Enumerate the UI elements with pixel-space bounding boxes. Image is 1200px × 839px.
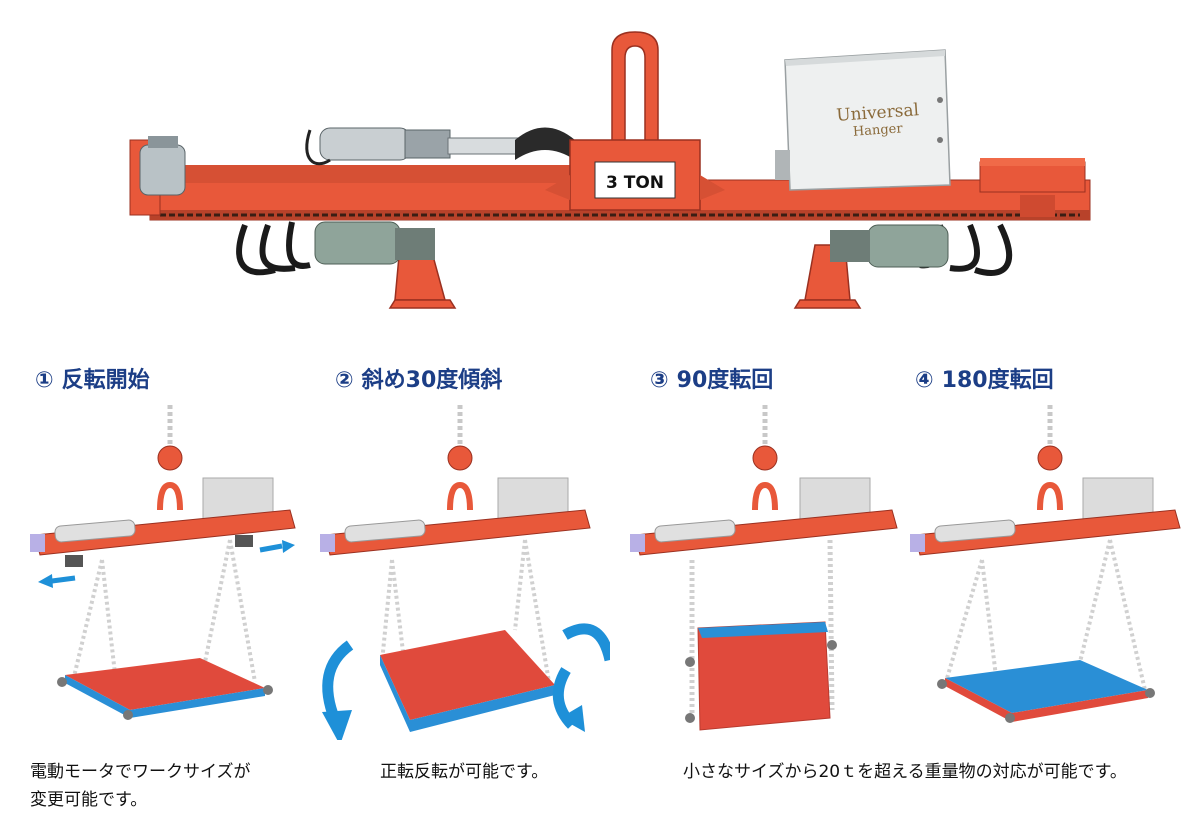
step-1-illustration <box>30 405 296 720</box>
step-1-title: ① 反転開始 <box>35 362 150 396</box>
step-3-number: ③ <box>650 368 669 393</box>
caption-weight-range: 小さなサイズから20ｔを超える重量物の対応が可能です。 <box>683 758 1127 786</box>
control-box <box>775 49 951 191</box>
step-2-illustration <box>320 405 610 740</box>
step-2-title: ② 斜め30度傾斜 <box>335 362 502 396</box>
drive-motors <box>314 221 949 268</box>
step-1-label: 反転開始 <box>61 368 150 393</box>
step-3-title: ③ 90度転回 <box>650 362 773 396</box>
step-3-label: 90度転回 <box>676 368 774 393</box>
caption-1-line-2: 変更可能です。 <box>30 790 148 810</box>
brand-logo-line2: Hanger <box>852 121 903 139</box>
caption-motor-size: 電動モータでワークサイズが 変更可能です。 <box>30 758 251 814</box>
caption-forward-reverse: 正転反転が可能です。 <box>380 758 548 786</box>
lifting-loop <box>545 31 725 211</box>
support-legs <box>388 244 862 309</box>
step-3-illustration <box>630 405 898 731</box>
caption-2-line: 正転反転が可能です。 <box>380 762 549 782</box>
step-4-illustration <box>910 405 1181 723</box>
caption-3-line: 小さなサイズから20ｔを超える重量物の対応が可能です。 <box>683 762 1127 782</box>
step-4-label: 180度転回 <box>941 368 1054 393</box>
end-motor <box>139 136 186 196</box>
step-1-number: ① <box>35 368 54 393</box>
step-4-number: ④ <box>915 368 934 393</box>
right-gearbox <box>1020 195 1055 217</box>
capacity-label: 3 TON <box>606 173 664 193</box>
step-2-label: 斜め30度傾斜 <box>361 368 503 393</box>
step-2-number: ② <box>335 368 354 393</box>
caption-1-line-1: 電動モータでワークサイズが <box>30 762 251 782</box>
step-4-title: ④ 180度転回 <box>915 362 1054 396</box>
hanger-machine-illustration: 3 TON Universal Hanger <box>129 31 1091 309</box>
actuator-cylinder <box>305 127 575 166</box>
